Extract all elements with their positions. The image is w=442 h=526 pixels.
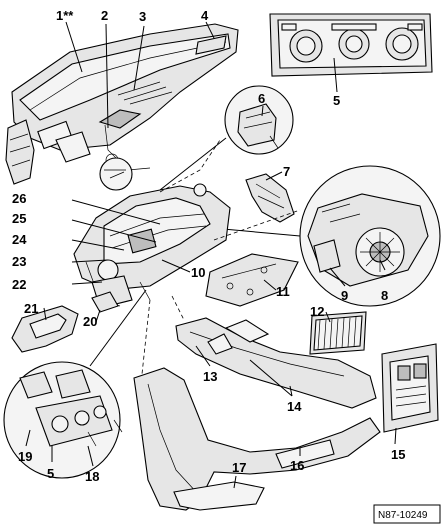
climate-control-unit-top [269, 13, 433, 77]
floor-duct-16-17 [133, 367, 381, 511]
detail-circle-6 [159, 85, 294, 191]
callout-13: 13 [203, 369, 217, 384]
callout-19: 19 [18, 449, 32, 464]
callout-2: 2 [101, 8, 108, 23]
callout-leaders [25, 21, 397, 489]
bracket-7 [245, 173, 295, 223]
callout-18: 18 [85, 469, 99, 484]
callout-3: 3 [139, 9, 146, 24]
callout-1: 1** [56, 8, 74, 23]
callout-24: 24 [12, 232, 27, 247]
reference-code: N87-10249 [378, 510, 428, 521]
rear-vent-15 [381, 343, 439, 433]
callout-11: 11 [276, 284, 290, 299]
callout-23: 23 [12, 254, 26, 269]
reference-code-box: N87-10249 [373, 504, 441, 524]
dashboard-panel [5, 23, 239, 191]
mounting-plate-11 [205, 253, 299, 307]
callout-26: 26 [12, 191, 26, 206]
callout-21: 21 [24, 301, 38, 316]
callout-9: 9 [341, 288, 348, 303]
callout-5-bottom: 5 [47, 466, 54, 481]
left-duct-21 [11, 305, 79, 353]
callout-5-top: 5 [333, 93, 340, 108]
callout-22: 22 [12, 277, 26, 292]
callout-labels: 1** 2 3 4 5 6 7 8 9 10 11 12 13 14 15 16… [12, 8, 405, 484]
callout-25: 25 [12, 211, 26, 226]
pollen-filter-12 [309, 311, 367, 355]
callout-8: 8 [381, 288, 388, 303]
callout-17: 17 [232, 460, 246, 475]
callout-7: 7 [283, 164, 290, 179]
callout-4: 4 [201, 8, 209, 23]
control-unit-detail-circle [3, 289, 147, 479]
callout-10: 10 [191, 265, 205, 280]
dashed-leaders [141, 139, 301, 375]
callout-20: 20 [83, 314, 97, 329]
callout-16: 16 [290, 458, 304, 473]
callout-15: 15 [391, 447, 405, 462]
left-bracket-20 [91, 291, 119, 313]
callout-12: 12 [310, 304, 324, 319]
callout-6: 6 [258, 91, 265, 106]
callout-14: 14 [287, 399, 302, 414]
blower-detail-circle [189, 165, 441, 307]
air-duct-13-14 [175, 317, 377, 409]
